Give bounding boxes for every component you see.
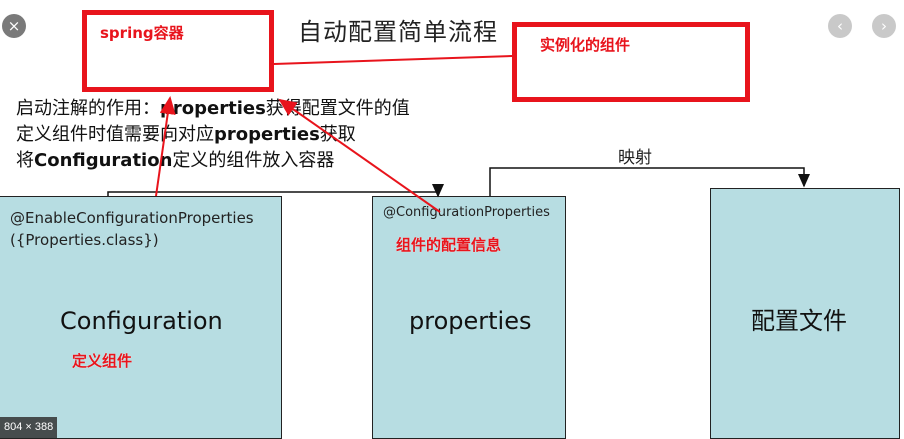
configuration-properties-text: @ConfigurationProperties [383,205,550,220]
mapping-label: 映射 [618,148,652,168]
desc-line-2-keyword: properties [214,124,320,145]
spring-container-label: spring容器 [100,24,184,42]
spring-container-frame [82,10,274,92]
properties-box: @ConfigurationProperties properties [372,196,566,439]
desc-line-3-keyword: Configuration [34,150,173,171]
component-config-info-label: 组件的配置信息 [396,236,502,254]
configuration-label: Configuration [60,307,223,335]
next-icon[interactable]: › [872,14,896,38]
desc-line-2-prefix: 定义组件时值需要向对应 [16,124,214,145]
desc-line-2-suffix: 获取 [319,124,356,145]
close-icon[interactable]: × [2,14,26,38]
define-component-label: 定义组件 [72,352,133,370]
instantiated-component-frame [512,22,750,102]
config-file-label: 配置文件 [751,307,847,335]
enable-configuration-properties-text: @EnableConfigurationProperties [10,209,254,227]
desc-line-1-suffix: 获得配置文件的值 [265,98,410,119]
instantiated-component-label: 实例化的组件 [540,36,631,54]
description-line-1: 启动注解的作用：properties获得配置文件的值 [16,94,410,120]
desc-line-3-suffix: 定义的组件放入容器 [172,150,335,171]
diagram-title: 自动配置简单流程 [298,18,498,46]
prev-icon[interactable]: ‹ [828,14,852,38]
image-size-badge: 804 × 388 [0,417,58,438]
spring-to-instance-line [273,55,513,65]
properties-class-text: ({Properties.class}) [10,231,159,249]
description-line-3: 将Configuration定义的组件放入容器 [16,146,334,172]
configuration-box: @EnableConfigurationProperties ({Propert… [0,196,282,439]
properties-label: properties [409,307,532,335]
description-line-2: 定义组件时值需要向对应properties获取 [16,120,356,146]
config-file-box: 配置文件 [710,188,900,439]
desc-line-1-prefix: 启动注解的作用： [16,98,160,119]
desc-line-1-keyword: properties [160,98,266,119]
desc-line-3-prefix: 将 [16,150,34,171]
